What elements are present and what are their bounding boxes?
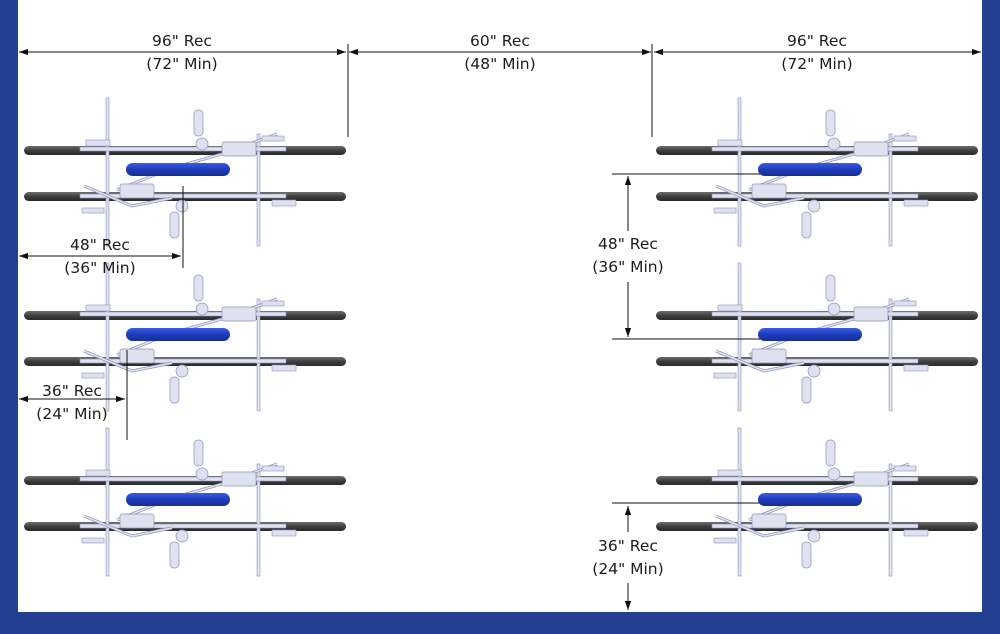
bike-pair-right-1 [656,97,978,247]
bike-rack-bar [126,328,230,341]
dim-label-left-rack-spacing: 48" Rec (36" Min) [64,236,136,277]
bike-rack-bar [126,493,230,506]
dim-label-left-wall-clearance: 36" Rec (24" Min) [36,382,108,423]
dim-label-left-row-width: 96" Rec (72" Min) [146,32,218,73]
bike-pair-left-3 [24,427,346,577]
bike-pair-right-3 [656,427,978,577]
bike-rack-bar [758,493,862,506]
dim-label-right-row-width: 96" Rec (72" Min) [781,32,853,73]
dim-label-right-end-clearance: 36" Rec (24" Min) [592,537,664,578]
dim-label-right-rack-spacing: 48" Rec (36" Min) [592,235,664,276]
dimension-lines [19,44,981,610]
bike-rack-bar [126,163,230,176]
bike-rack-bar [758,328,862,341]
bike-pair-right-2 [656,262,978,412]
dim-label-aisle-width: 60" Rec (48" Min) [464,32,536,73]
white-paper-area [18,0,982,612]
bike-pair-left-2 [24,262,346,412]
bike-rack-bar [758,163,862,176]
